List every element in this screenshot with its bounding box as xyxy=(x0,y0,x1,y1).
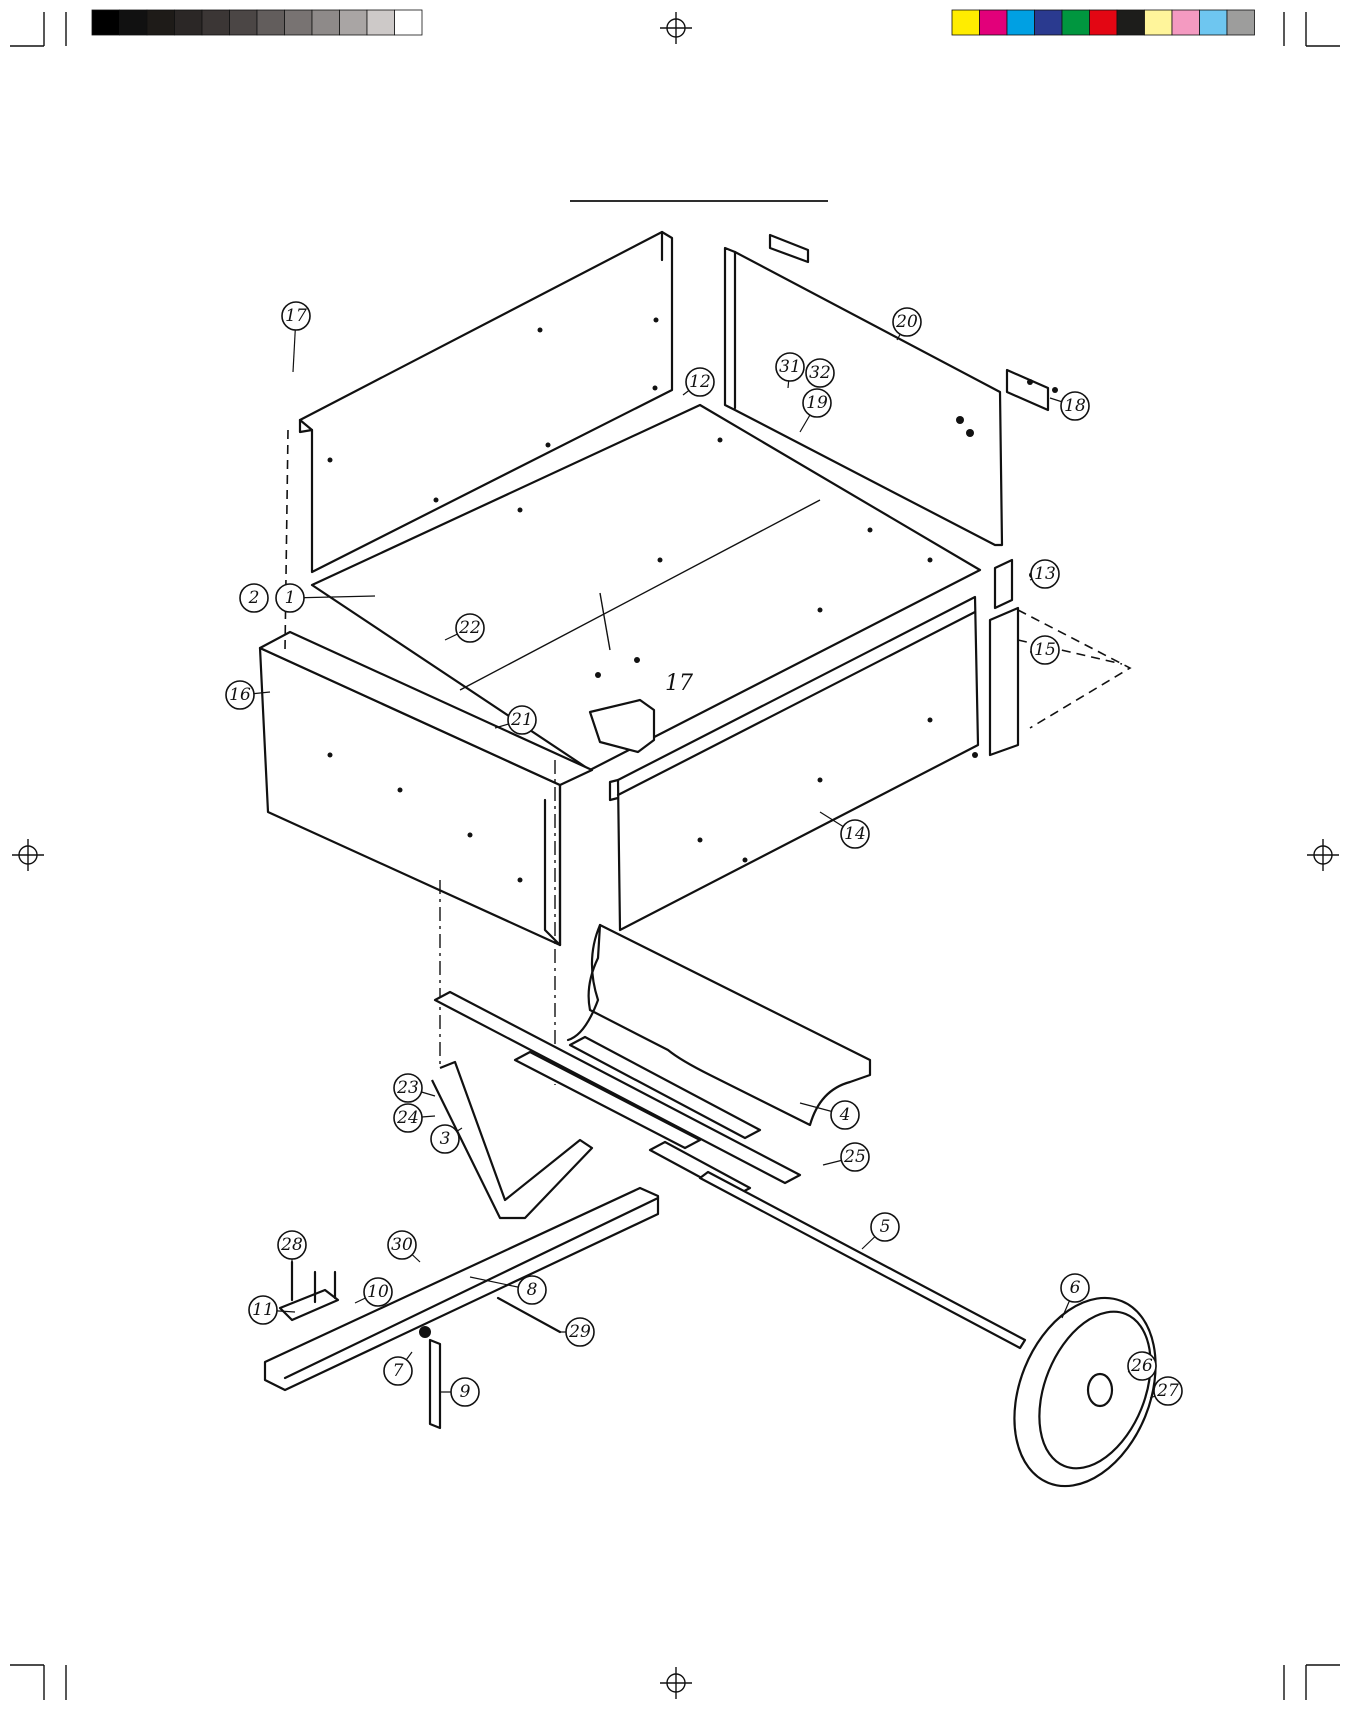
callout-5: 5 xyxy=(862,1213,899,1249)
callout-number: 25 xyxy=(843,1147,866,1167)
color-calibration-bar xyxy=(952,10,1255,35)
color-swatch xyxy=(1172,10,1200,35)
grey-swatch xyxy=(230,10,258,35)
callout-number: 13 xyxy=(1034,564,1056,584)
callout-number: 5 xyxy=(880,1217,891,1237)
callout-number: 19 xyxy=(806,393,828,413)
callout-number: 28 xyxy=(280,1235,303,1255)
callout-10: 10 xyxy=(355,1278,392,1306)
callout-number: 10 xyxy=(367,1282,389,1302)
registration-mark-right xyxy=(1307,839,1339,871)
color-swatch xyxy=(1062,10,1090,35)
grey-swatch xyxy=(367,10,395,35)
wheel xyxy=(988,1277,1182,1507)
callout-number: 4 xyxy=(839,1105,851,1125)
callout-30: 30 xyxy=(388,1231,420,1262)
registration-mark-left xyxy=(12,839,44,871)
color-swatch xyxy=(1200,10,1228,35)
grey-swatch xyxy=(92,10,120,35)
callout-number: 23 xyxy=(396,1078,419,1098)
grey-swatch xyxy=(340,10,368,35)
callout-24: 24 xyxy=(394,1104,435,1132)
callout-17: 17 xyxy=(282,302,310,372)
callout-number: 24 xyxy=(396,1108,419,1128)
grey-swatch xyxy=(202,10,230,35)
color-swatch xyxy=(952,10,980,35)
callout-26: 26 xyxy=(1128,1352,1156,1380)
grey-swatch xyxy=(147,10,175,35)
color-swatch xyxy=(1145,10,1173,35)
callout-12: 12 xyxy=(683,368,714,396)
callout-number: 6 xyxy=(1070,1278,1081,1298)
callout-number: 22 xyxy=(458,618,481,638)
callout-number: 32 xyxy=(809,363,831,383)
callout-number: 18 xyxy=(1064,396,1086,416)
callout-number: 14 xyxy=(844,824,866,844)
assembly-path-left xyxy=(285,430,288,650)
registration-mark-bottom xyxy=(660,1667,692,1699)
color-swatch xyxy=(1227,10,1255,35)
grey-swatch xyxy=(285,10,313,35)
grey-swatch xyxy=(175,10,203,35)
grey-calibration-bar xyxy=(92,10,422,35)
grey-swatch xyxy=(120,10,148,35)
callout-13: 13 xyxy=(1030,560,1059,588)
callout-number: 2 xyxy=(248,588,260,608)
axle-rod xyxy=(700,1172,1025,1348)
callout-32: 32 xyxy=(806,359,834,387)
callout-number: 15 xyxy=(1034,640,1056,660)
callout-number: 27 xyxy=(1156,1381,1179,1401)
grey-swatch xyxy=(395,10,423,35)
callout-number: 1 xyxy=(285,588,296,608)
color-swatch xyxy=(980,10,1008,35)
corner-bracket xyxy=(972,560,1035,758)
callout-9: 9 xyxy=(440,1378,479,1406)
grey-swatch xyxy=(257,10,285,35)
callout-number: 8 xyxy=(527,1280,538,1300)
callout-15: 15 xyxy=(1030,636,1059,664)
callout-number: 17 xyxy=(285,306,307,326)
callout-number: 11 xyxy=(252,1300,274,1320)
color-swatch xyxy=(1007,10,1035,35)
callout-number: 30 xyxy=(391,1235,413,1255)
color-swatch xyxy=(1117,10,1145,35)
callout-20: 20 xyxy=(893,308,921,340)
registration-mark-top xyxy=(660,12,692,44)
callout-number: 29 xyxy=(568,1322,591,1342)
callout-29: 29 xyxy=(560,1318,594,1346)
callout-number: 21 xyxy=(510,710,533,730)
callout-28: 28 xyxy=(278,1231,306,1262)
grey-swatch xyxy=(312,10,340,35)
callout-18: 18 xyxy=(1050,392,1089,420)
callout-25: 25 xyxy=(823,1143,869,1171)
callout-number: 20 xyxy=(895,312,918,332)
hopper-label: 17 xyxy=(665,671,693,696)
callout-number: 3 xyxy=(440,1129,451,1149)
callout-number: 12 xyxy=(689,372,711,392)
assembly-path-right xyxy=(1018,610,1130,728)
callout-2: 2 xyxy=(240,584,268,612)
callout-number: 16 xyxy=(229,685,251,705)
callout-23: 23 xyxy=(394,1074,435,1102)
callout-number: 9 xyxy=(460,1382,471,1402)
callout-number: 7 xyxy=(393,1361,404,1381)
callout-number: 26 xyxy=(1130,1356,1153,1376)
callout-7: 7 xyxy=(384,1352,412,1385)
callout-number: 31 xyxy=(779,357,801,377)
color-swatch xyxy=(1090,10,1118,35)
color-swatch xyxy=(1035,10,1063,35)
